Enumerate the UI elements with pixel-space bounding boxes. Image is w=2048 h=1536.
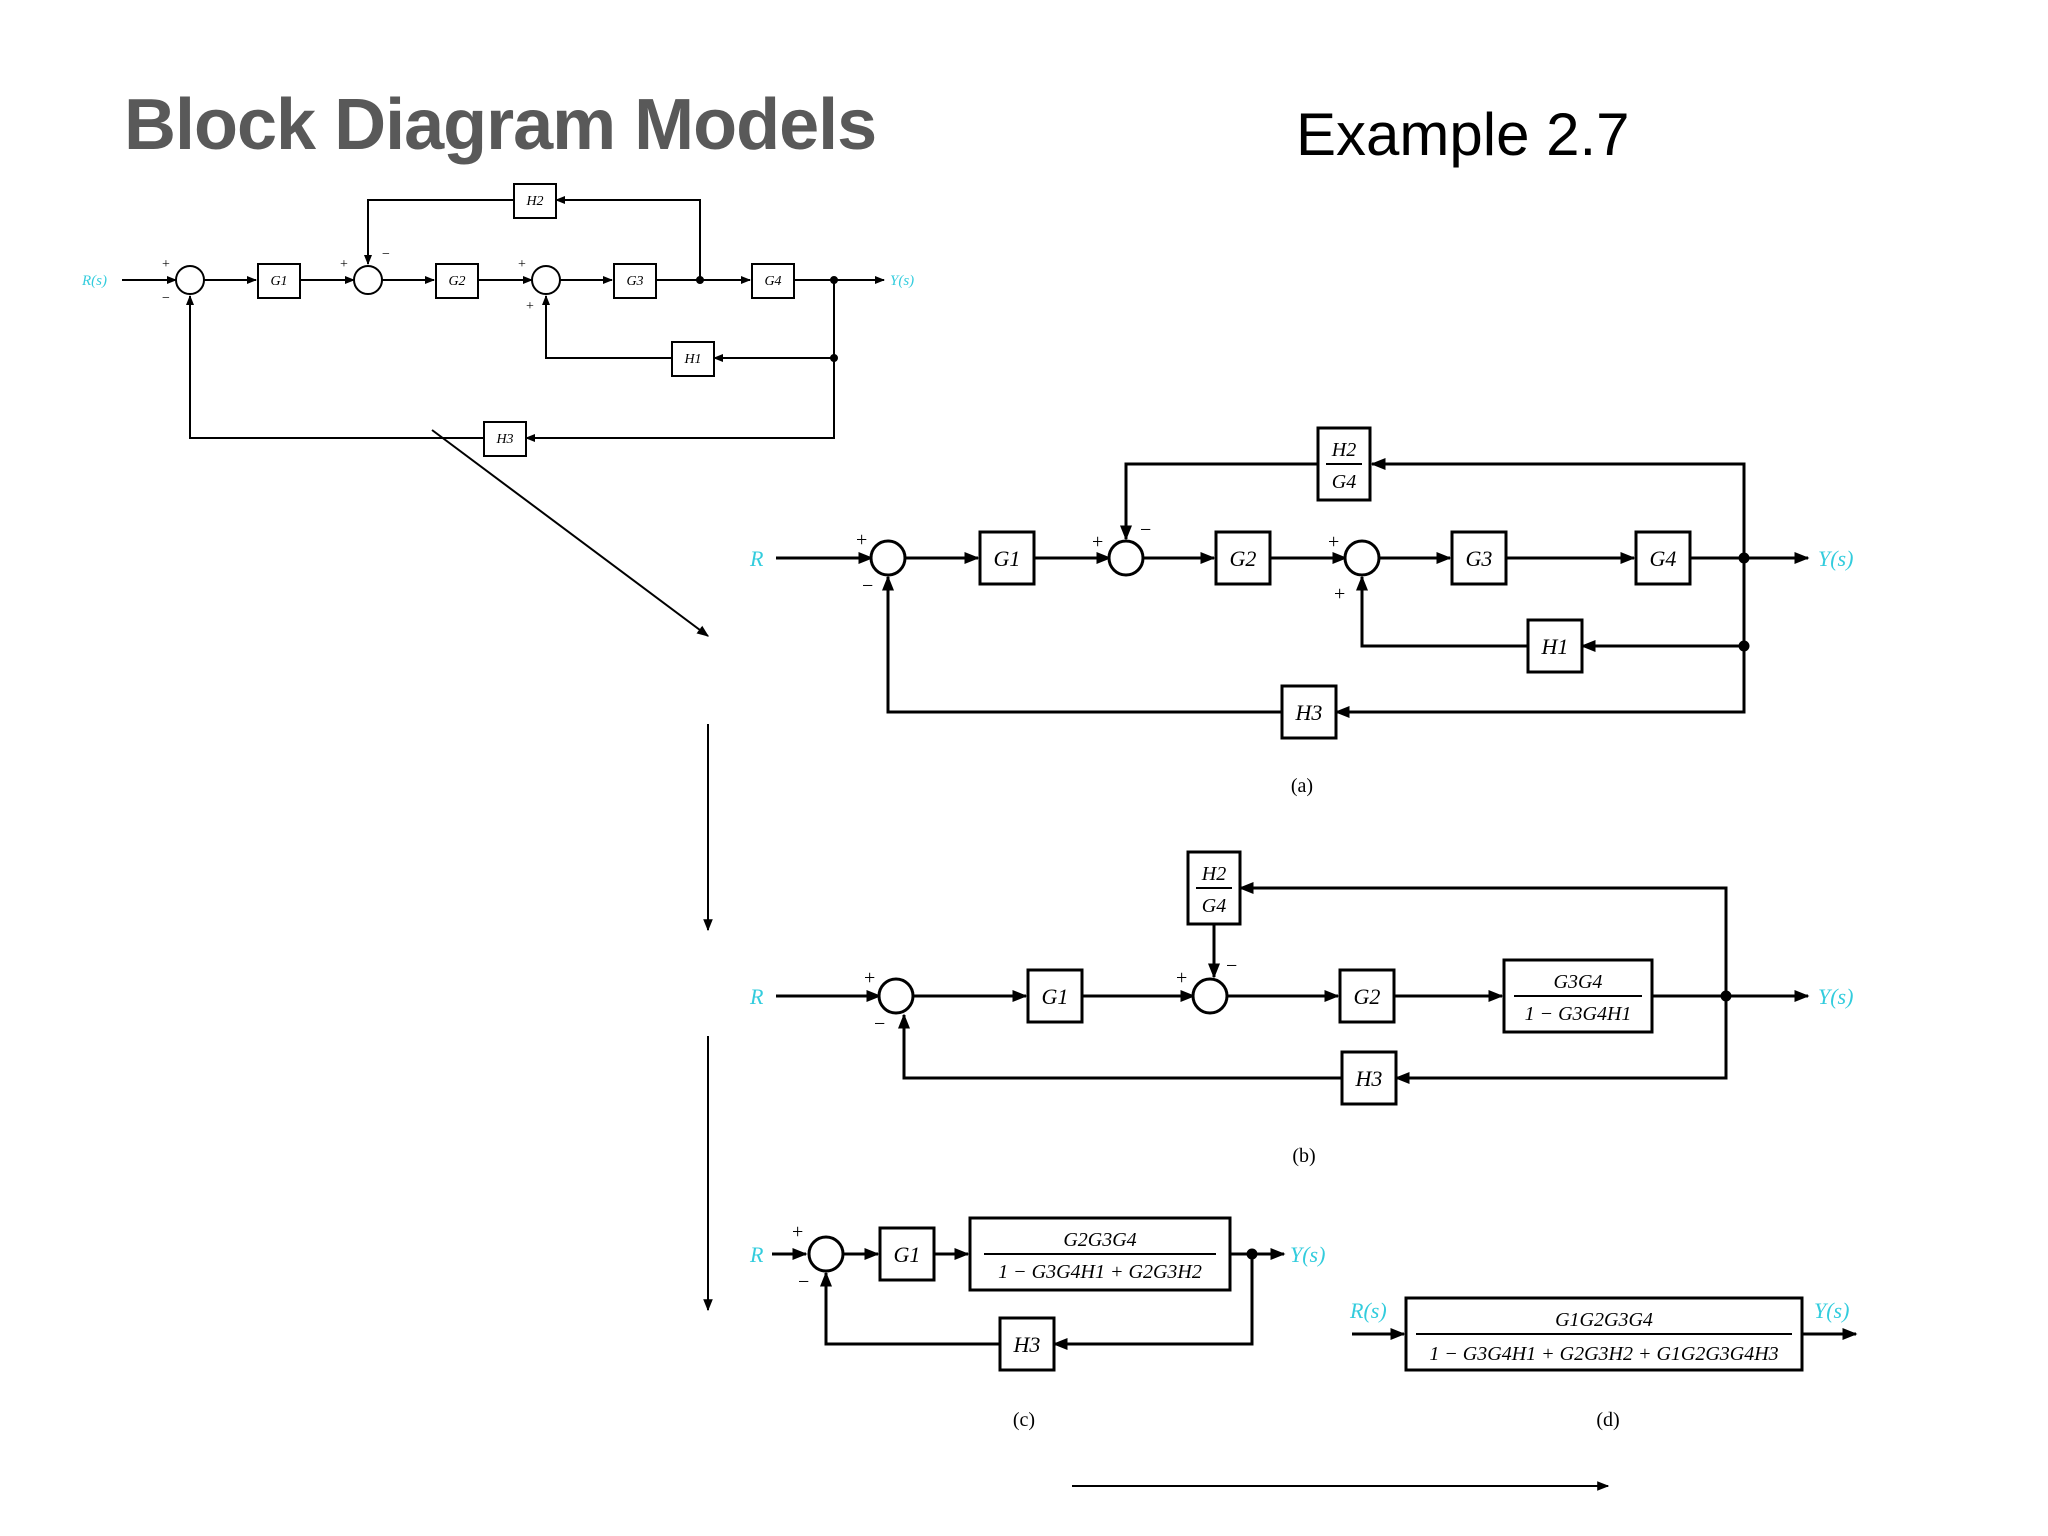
diagram-b xyxy=(776,850,1810,1106)
summing-junction xyxy=(877,977,915,1015)
block-g1 xyxy=(978,530,1036,586)
caption-b: (b) xyxy=(1292,1145,1315,1167)
input-label: R(s) xyxy=(1349,1298,1387,1323)
block-g4 xyxy=(751,263,795,299)
svg-text:−: − xyxy=(1140,519,1151,541)
block-h2g4-den: G4 xyxy=(1202,895,1226,917)
svg-text:+: + xyxy=(1328,531,1339,553)
block-h1-label: H1 xyxy=(683,352,701,367)
summing-junction xyxy=(1191,977,1229,1015)
sign-plus: + xyxy=(526,299,534,314)
caption-a: (a) xyxy=(1291,775,1313,797)
block-h3-label: H3 xyxy=(495,432,513,447)
block-g2 xyxy=(435,263,479,299)
block-h2g4-num: H2 xyxy=(1331,439,1356,461)
svg-text:−: − xyxy=(862,575,873,597)
sign-plus: + xyxy=(518,257,526,272)
block-g1 xyxy=(257,263,301,299)
frac-den: 1 − G3G4H1 xyxy=(1525,1003,1632,1025)
svg-text:−: − xyxy=(874,1013,885,1035)
frac-num: G2G3G4 xyxy=(1063,1229,1136,1251)
block-g2-label: G2 xyxy=(1230,546,1257,571)
svg-text:+: + xyxy=(856,529,867,551)
caption-c: (c) xyxy=(1013,1409,1035,1431)
block-g3 xyxy=(1450,530,1508,586)
block-g2-label: G2 xyxy=(448,274,465,289)
block-g1-label: G1 xyxy=(1042,984,1069,1009)
sign-plus: + xyxy=(162,257,170,272)
svg-text:+: + xyxy=(792,1221,803,1243)
output-label: Y(s) xyxy=(890,273,914,289)
summing-junction xyxy=(807,1235,845,1273)
block-h2 xyxy=(513,183,557,219)
output-label: Y(s) xyxy=(1818,546,1853,571)
original-diagram xyxy=(122,183,885,457)
example-label: Example 2.7 xyxy=(1296,101,1630,168)
block-h3-label: H3 xyxy=(1355,1066,1383,1091)
block-g1-label: G1 xyxy=(270,274,287,289)
svg-text:+: + xyxy=(1176,967,1187,989)
original-labels: R(s) Y(s) G1 G2 G3 G4 H2 H1 H3 + − + − +… xyxy=(81,194,914,447)
sign-minus: − xyxy=(382,247,390,262)
block-h1 xyxy=(1526,618,1584,674)
input-label: R xyxy=(749,984,764,1009)
input-label: R(s) xyxy=(81,273,107,289)
output-label: Y(s) xyxy=(1814,1298,1849,1323)
caption-d: (d) xyxy=(1596,1409,1619,1431)
frac-den: 1 − G3G4H1 + G2G3H2 xyxy=(998,1261,1202,1283)
summing-junction xyxy=(1343,539,1381,577)
svg-text:+: + xyxy=(1334,583,1345,605)
output-label: Y(s) xyxy=(1818,984,1853,1009)
block-g2-label: G2 xyxy=(1354,984,1381,1009)
svg-text:+: + xyxy=(1092,531,1103,553)
block-h3-label: H3 xyxy=(1295,700,1323,725)
block-h2g4-den: G4 xyxy=(1332,471,1356,493)
block-g1-label: G1 xyxy=(894,1242,921,1267)
block-g4 xyxy=(1634,530,1692,586)
svg-text:+: + xyxy=(864,967,875,989)
svg-text:−: − xyxy=(798,1271,809,1293)
summing-junction xyxy=(869,539,907,577)
block-h1-label: H1 xyxy=(1541,634,1569,659)
diagram-b-labels: R Y(s) G1 G2 H3 H2 G4 G3G4 1 − G3G4H1 (b… xyxy=(749,863,1853,1167)
svg-text:−: − xyxy=(1226,955,1237,977)
diagram-a-labels: R Y(s) G1 G2 G3 G4 H1 H3 H2 G4 (a) + − +… xyxy=(749,439,1853,797)
summing-junction xyxy=(1107,539,1145,577)
sign-minus: − xyxy=(162,291,170,306)
frac-den: 1 − G3G4H1 + G2G3H2 + G1G2G3G4H3 xyxy=(1429,1343,1778,1365)
input-label: R xyxy=(749,546,764,571)
transition-arrows xyxy=(431,429,1610,1491)
block-g2 xyxy=(1338,968,1396,1024)
diagram-a xyxy=(776,426,1810,740)
block-g4-label: G4 xyxy=(764,274,781,289)
block-g4-label: G4 xyxy=(1650,546,1677,571)
sign-plus: + xyxy=(340,257,348,272)
block-h3 xyxy=(1340,1050,1398,1106)
output-label: Y(s) xyxy=(1290,1242,1325,1267)
block-h2g4-num: H2 xyxy=(1201,863,1226,885)
input-label: R xyxy=(749,1242,764,1267)
block-g3-label: G3 xyxy=(1466,546,1493,571)
diagram-c-labels: R Y(s) G1 H3 G2G3G4 1 − G3G4H1 + G2G3H2 … xyxy=(749,1221,1325,1431)
block-h3-label: H3 xyxy=(1013,1332,1041,1357)
summing-junction xyxy=(353,265,383,295)
slide-title: Block Diagram Models xyxy=(124,85,877,165)
diagram-d xyxy=(1352,1296,1858,1372)
summing-junction xyxy=(175,265,205,295)
frac-num: G1G2G3G4 xyxy=(1555,1309,1653,1331)
block-g3-label: G3 xyxy=(626,274,643,289)
summing-junction xyxy=(531,265,561,295)
arrow-to-a xyxy=(431,429,709,637)
block-g1-label: G1 xyxy=(994,546,1021,571)
diagram-c xyxy=(772,1216,1286,1372)
diagram-d-labels: R(s) Y(s) G1G2G3G4 1 − G3G4H1 + G2G3H2 +… xyxy=(1349,1298,1849,1431)
frac-num: G3G4 xyxy=(1554,971,1603,993)
block-h2-label: H2 xyxy=(525,194,543,209)
